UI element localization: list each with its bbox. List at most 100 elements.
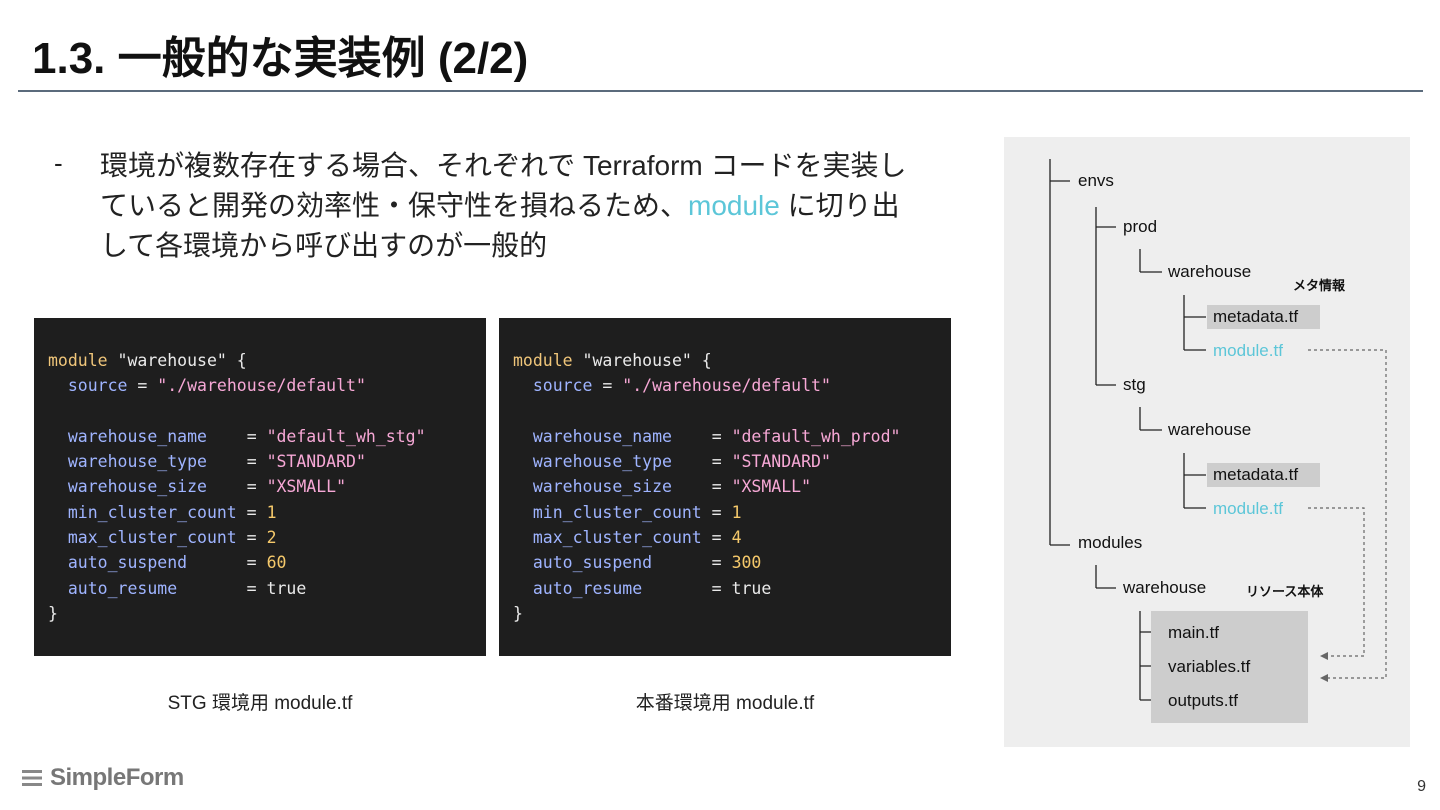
code-token: = (127, 376, 158, 396)
code-token: module (48, 351, 108, 370)
code-token: 300 (731, 553, 762, 573)
tree-node-prod-metadata[interactable]: metadata.tf (1213, 307, 1299, 326)
code-token: = (206, 477, 267, 497)
code-token: source (48, 376, 128, 396)
code-line: auto_resume = true (513, 576, 951, 601)
code-token: auto_resume (513, 578, 643, 598)
code-line: warehouse_name = "default_wh_prod" (513, 424, 951, 449)
code-token: true (731, 578, 772, 598)
module-files-highlight (1151, 611, 1308, 723)
code-line: max_cluster_count = 2 (48, 525, 486, 550)
code-token: auto_suspend (48, 553, 188, 573)
code-token: 60 (266, 553, 287, 573)
code-token: 4 (731, 528, 742, 548)
tree-node-prod-module[interactable]: module.tf (1213, 341, 1283, 360)
code-line: source = "./warehouse/default" (513, 373, 951, 398)
code-token: 1 (266, 502, 277, 522)
code-token: 1 (731, 502, 742, 522)
code-token: "warehouse" { (107, 351, 247, 370)
code-token: = (236, 502, 267, 522)
code-token: "./warehouse/default" (157, 376, 366, 396)
tree-node-main[interactable]: main.tf (1168, 623, 1220, 642)
code-token: = (592, 376, 623, 396)
tree-node-prod-warehouse[interactable]: warehouse (1168, 262, 1252, 281)
code-token: 2 (266, 528, 277, 548)
code-line (48, 399, 486, 424)
code-token: = (701, 502, 732, 522)
tree-node-envs[interactable]: envs (1078, 171, 1114, 190)
bullet-text-pre: 環境が複数存在する場合、それぞれで Terraform コードを実装していると開… (100, 150, 907, 221)
code-line: } (513, 601, 951, 626)
code-line: auto_suspend = 60 (48, 550, 486, 575)
code-token: source (513, 376, 593, 396)
code-token: warehouse_size (513, 477, 672, 497)
tree-node-modules-warehouse[interactable]: warehouse (1123, 578, 1207, 597)
code-token: "XSMALL" (731, 477, 812, 497)
prod-code-block: module "warehouse" { source = "./warehou… (499, 318, 951, 656)
stg-metadata-highlight (1207, 463, 1320, 487)
prod-code-caption: 本番環境用 module.tf (635, 693, 815, 714)
tree-node-stg-module[interactable]: module.tf (1213, 499, 1283, 518)
code-token: warehouse_size (48, 477, 207, 497)
code-token: auto_resume (48, 578, 178, 598)
code-token: warehouse_type (513, 452, 672, 472)
tree-node-prod[interactable]: prod (1123, 217, 1158, 236)
code-line: warehouse_type = "STANDARD" (513, 449, 951, 474)
tree-node-stg[interactable]: stg (1123, 375, 1146, 394)
code-line: warehouse_size = "XSMALL" (48, 474, 486, 499)
bullet-highlight-module: module (688, 190, 780, 221)
tree-node-outputs[interactable]: outputs.tf (1168, 691, 1238, 710)
bullet-text-post: に切り出して各環境から呼び出すのが一般的 (100, 190, 900, 261)
code-token: = (642, 578, 732, 598)
code-token: "STANDARD" (266, 452, 366, 472)
code-token: min_cluster_count (513, 502, 702, 522)
tree-node-modules[interactable]: modules (1078, 533, 1143, 552)
code-token: "XSMALL" (266, 477, 347, 497)
tree-node-variables[interactable]: variables.tf (1168, 657, 1251, 676)
code-line: } (48, 601, 486, 626)
code-line: auto_suspend = 300 (513, 550, 951, 575)
menu-lines-icon (22, 770, 42, 786)
code-token: warehouse_name (48, 426, 207, 446)
code-token: "STANDARD" (731, 452, 831, 472)
code-line: warehouse_size = "XSMALL" (513, 474, 951, 499)
code-line: module "warehouse" { (48, 348, 486, 373)
code-token: } (48, 603, 58, 623)
page-number: 9 (1417, 778, 1426, 795)
code-line: min_cluster_count = 1 (48, 500, 486, 525)
code-token: = (671, 452, 732, 472)
code-token: "default_wh_stg" (266, 426, 426, 446)
code-token: = (701, 528, 732, 548)
code-token: module (513, 351, 573, 370)
code-token: max_cluster_count (48, 528, 237, 548)
directory-tree-panel: envs prod warehouse メタ情報 metadata.tf mod… (1004, 137, 1410, 747)
code-line: warehouse_name = "default_wh_stg" (48, 424, 486, 449)
code-line: max_cluster_count = 4 (513, 525, 951, 550)
meta-info-note: メタ情報 (1293, 278, 1346, 293)
bullet-marker: - (54, 148, 63, 178)
code-token: warehouse_type (48, 452, 207, 472)
stg-code-caption: STG 環境用 module.tf (167, 693, 353, 714)
tree-connectors (1049, 159, 1387, 701)
code-line: min_cluster_count = 1 (513, 500, 951, 525)
code-token: "warehouse" { (572, 351, 712, 370)
code-token: = (206, 426, 267, 446)
code-token: "default_wh_prod" (731, 426, 901, 446)
title-divider (18, 90, 1423, 92)
code-line: auto_resume = true (48, 576, 486, 601)
code-token: min_cluster_count (48, 502, 237, 522)
code-token: } (513, 603, 523, 623)
code-line: warehouse_type = "STANDARD" (48, 449, 486, 474)
code-token: = (187, 553, 267, 573)
logo-text: SimpleForm (50, 764, 184, 791)
bullet-text: 環境が複数存在する場合、それぞれで Terraform コードを実装していると開… (100, 146, 920, 266)
code-token: = (652, 553, 732, 573)
resource-body-note: リソース本体 (1246, 584, 1324, 599)
code-token: = (236, 528, 267, 548)
code-token: = (177, 578, 267, 598)
tree-node-stg-metadata[interactable]: metadata.tf (1213, 465, 1299, 484)
code-token: true (266, 578, 307, 598)
code-token: max_cluster_count (513, 528, 702, 548)
code-token: = (671, 477, 732, 497)
tree-node-stg-warehouse[interactable]: warehouse (1168, 420, 1252, 439)
